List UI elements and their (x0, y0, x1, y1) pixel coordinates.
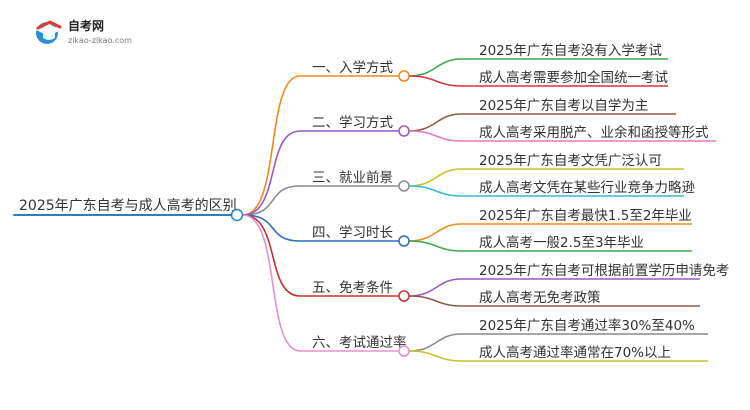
leaf-node: 成人高考通过率通常在70%以上 (461, 344, 708, 362)
branch-label: 六、考试通过率 (312, 334, 407, 351)
branch-connector-dot (398, 125, 410, 137)
leaf-label: 成人高考一般2.5至3年毕业 (479, 234, 644, 251)
connector-branch-4-to-leaf-1 (408, 223, 462, 242)
leaf-node: 2025年广东自考以自学为主 (461, 98, 676, 115)
connector-root-to-branch-6 (242, 214, 301, 352)
leaf-node: 成人高考需要参加全国统一考试 (461, 69, 668, 87)
connector-branch-1-to-leaf-1 (408, 58, 462, 77)
leaf-label: 成人高考文凭在某些行业竞争力略逊 (479, 179, 695, 196)
branch-connector-dot (398, 180, 410, 192)
connector-branch-2-to-leaf-2 (408, 130, 462, 142)
branch-label: 一、入学方式 (312, 60, 393, 76)
brand-url: zikao-zikao.com (68, 36, 132, 45)
branch-label: 四、学习时长 (312, 225, 393, 241)
connector-root-to-branch-2 (242, 130, 301, 216)
leaf-node: 成人高考无免考政策 (461, 289, 700, 307)
leaf-label: 2025年广东自考没有入学考试 (479, 43, 662, 59)
leaf-label: 2025年广东自考最快1.5至2年毕业 (479, 208, 692, 224)
leaf-label: 成人高考无免考政策 (479, 289, 601, 306)
site-logo[interactable]: 自考网 zikao-zikao.com (0, 0, 150, 50)
leaf-node: 2025年广东自考通过率30%至40% (461, 317, 708, 335)
branch-connector-dot (398, 235, 410, 247)
leaf-node: 2025年广东自考可根据前置学历申请免考 (461, 262, 729, 280)
leaf-node: 2025年广东自考没有入学考试 (461, 43, 668, 60)
connector-root-to-branch-4 (242, 214, 301, 242)
branch-node-2: 二、学习方式 (300, 115, 410, 137)
branch-node-4: 四、学习时长 (300, 225, 410, 247)
branch-node-1: 一、入学方式 (300, 60, 410, 82)
leaf-node: 2025年广东自考文凭广泛认可 (461, 153, 684, 170)
branch-connector-dot (398, 290, 410, 302)
branch-label: 二、学习方式 (312, 115, 393, 131)
branch-connector-dot (398, 70, 410, 82)
root-label: 2025年广东自考与成人高考的区别 (19, 197, 237, 214)
connector-branch-4-to-leaf-2 (408, 240, 462, 252)
leaf-label: 2025年广东自考可根据前置学历申请免考 (479, 262, 729, 279)
connector-branch-6-to-leaf-1 (408, 333, 462, 352)
leaf-label: 成人高考通过率通常在70%以上 (479, 344, 671, 361)
branch-label: 三、就业前景 (312, 169, 393, 186)
leaf-label: 2025年广东自考以自学为主 (479, 98, 648, 114)
leaf-label: 成人高考需要参加全国统一考试 (479, 69, 668, 86)
branch-connector-dot (398, 345, 410, 357)
leaf-label: 2025年广东自考文凭广泛认可 (479, 153, 662, 169)
branch-node-5: 五、免考条件 (300, 279, 410, 302)
brand-name: 自考网 (68, 18, 104, 33)
connector-branch-1-to-leaf-2 (408, 75, 462, 87)
root-node: 2025年广东自考与成人高考的区别 (13, 197, 244, 222)
leaf-node: 成人高考文凭在某些行业竞争力略逊 (461, 179, 695, 197)
graduation-cap-icon (36, 20, 62, 44)
leaf-label: 成人高考采用脱产、业余和函授等形式 (479, 124, 709, 141)
connector-branch-6-to-leaf-2 (408, 350, 462, 362)
root-connector-dot (230, 208, 244, 222)
connector-root-to-branch-3 (242, 185, 301, 216)
branch-node-6: 六、考试通过率 (300, 334, 410, 357)
connector-branch-3-to-leaf-2 (408, 185, 462, 197)
leaf-node: 成人高考一般2.5至3年毕业 (461, 234, 692, 252)
leaf-node: 成人高考采用脱产、业余和函授等形式 (461, 124, 716, 142)
connector-root-to-branch-1 (242, 75, 301, 216)
branch-nodes: 一、入学方式 2025年广东自考没有入学考试成人高考需要参加全国统一考试二、学习方… (300, 43, 729, 362)
connector-lines (242, 58, 462, 362)
connector-branch-5-to-leaf-1 (408, 278, 462, 297)
leaf-node: 2025年广东自考最快1.5至2年毕业 (461, 208, 692, 225)
branch-node-3: 三、就业前景 (300, 169, 410, 192)
connector-branch-5-to-leaf-2 (408, 295, 462, 307)
connector-branch-2-to-leaf-1 (408, 113, 462, 132)
connector-root-to-branch-5 (242, 214, 301, 297)
connector-branch-3-to-leaf-1 (408, 168, 462, 187)
branch-label: 五、免考条件 (312, 279, 393, 296)
leaf-label: 2025年广东自考通过率30%至40% (479, 317, 695, 334)
